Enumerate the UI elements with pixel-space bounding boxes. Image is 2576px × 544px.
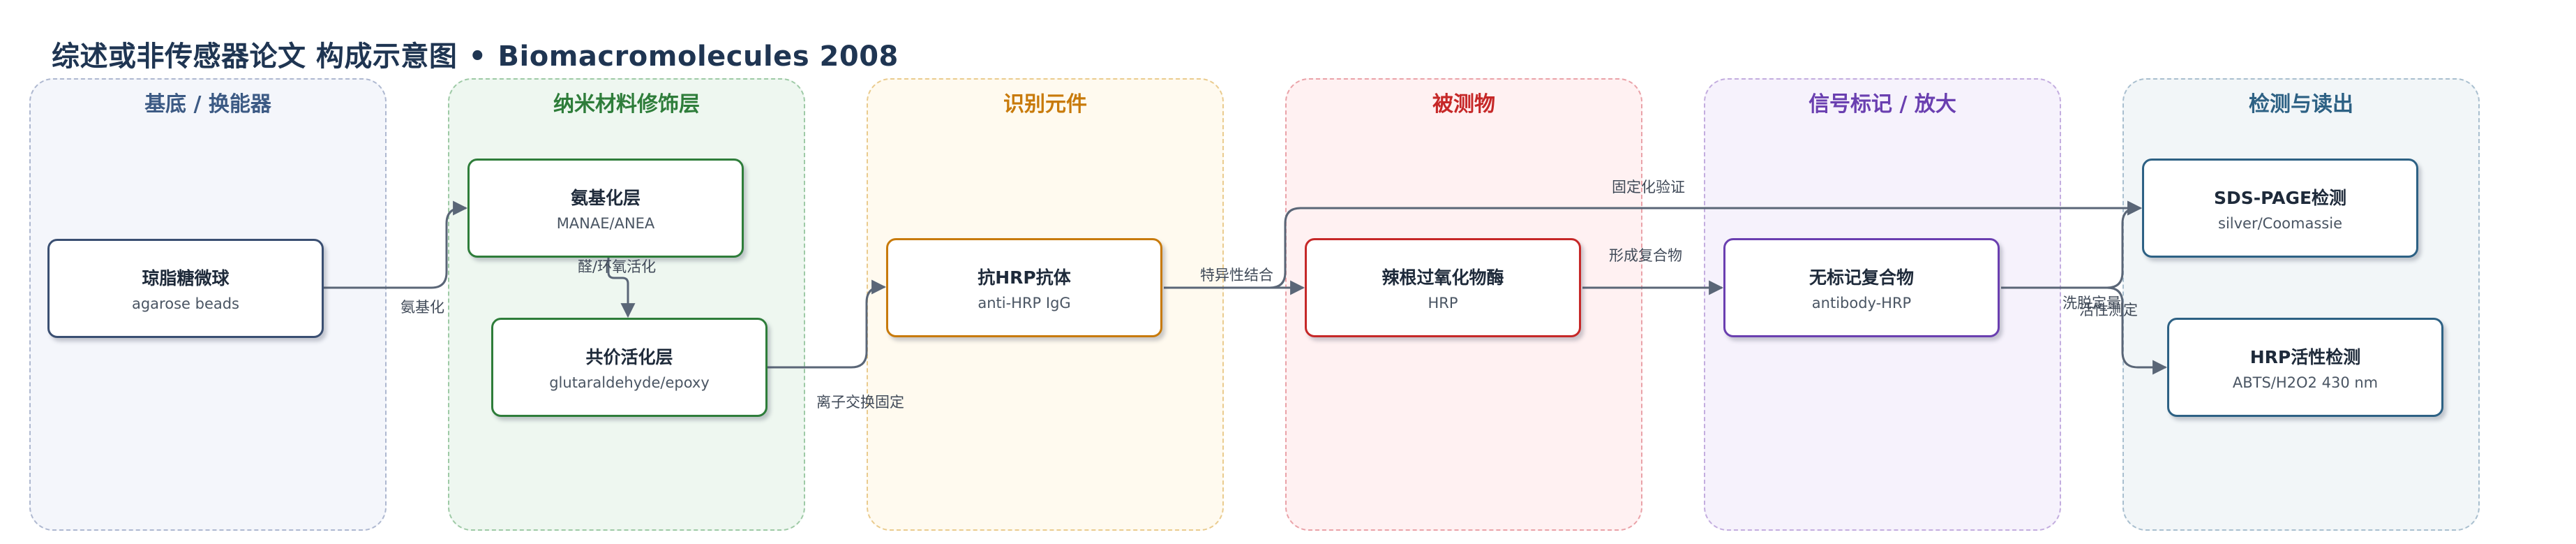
node-subtitle: MANAE/ANEA — [556, 215, 655, 232]
node-title: 氨基化层 — [570, 188, 641, 208]
node-hrp: 辣根过氧化物酶 HRP — [1305, 238, 1581, 337]
node-title: 辣根过氧化物酶 — [1381, 267, 1504, 288]
edge-label-elution: 洗脱定量 — [2062, 295, 2121, 311]
node-title: SDS-PAGE检测 — [2213, 188, 2347, 208]
lane-title-signal: 信号标记 / 放大 — [1809, 92, 1956, 117]
edge-label-immobilization-check: 固定化验证 — [1612, 179, 1685, 196]
lane-title-substrate: 基底 / 换能器 — [144, 92, 271, 117]
node-covalent-layer: 共价活化层 glutaraldehyde/epoxy — [491, 318, 767, 417]
edge-agarose-amine — [322, 200, 468, 289]
node-title: HRP活性检测 — [2249, 347, 2361, 367]
edge-complex-activity — [2001, 286, 2168, 375]
page-title: 综述或非传感器论文 构成示意图 • Biomacromolecules 2008 — [52, 34, 899, 74]
title-separator: • — [468, 41, 487, 73]
lane-title-nanomaterial: 纳米材料修饰层 — [553, 92, 700, 117]
edge-covalent-antibody — [766, 279, 887, 369]
node-subtitle: glutaraldehyde/epoxy — [549, 374, 710, 391]
node-title: 琼脂糖微球 — [142, 268, 230, 288]
edge-label-ion-exchange: 离子交换固定 — [816, 394, 904, 411]
node-subtitle: antibody-HRP — [1811, 295, 1912, 311]
title-main: 综述或非传感器论文 构成示意图 — [52, 41, 458, 73]
node-anti-hrp-antibody: 抗HRP抗体 anti-HRP IgG — [886, 238, 1162, 337]
node-subtitle: ABTS/H2O2 430 nm — [2232, 374, 2379, 391]
node-agarose-beads: 琼脂糖微球 agarose beads — [47, 239, 324, 338]
edge-amine-covalent — [607, 258, 636, 318]
edge-antibody-sdspage — [1164, 200, 2143, 289]
node-subtitle: anti-HRP IgG — [978, 295, 1071, 311]
edge-label-specific-binding: 特异性结合 — [1200, 267, 1273, 284]
node-hrp-activity: HRP活性检测 ABTS/H2O2 430 nm — [2167, 318, 2443, 417]
lane-title-readout: 检测与读出 — [2249, 92, 2353, 117]
node-sds-page: SDS-PAGE检测 silver/Coomassie — [2142, 159, 2418, 258]
lane-readout — [2122, 78, 2480, 531]
node-label-free-complex: 无标记复合物 antibody-HRP — [1723, 238, 2000, 337]
edge-label-amination: 氨基化 — [400, 299, 444, 316]
node-subtitle: agarose beads — [131, 295, 239, 312]
node-subtitle: HRP — [1428, 295, 1458, 311]
node-subtitle: silver/Coomassie — [2218, 215, 2342, 232]
edge-label-activity-assay: 活性测定 — [2079, 302, 2138, 318]
edge-label-activation: 醛/环氧活化 — [578, 258, 657, 275]
lane-title-analyte: 被测物 — [1432, 92, 1495, 117]
edge-complex-sdspage — [2001, 200, 2143, 289]
lane-title-recognition: 识别元件 — [1003, 92, 1087, 117]
edge-label-complex-formation: 形成复合物 — [1609, 247, 1682, 264]
title-journal: Biomacromolecules 2008 — [497, 41, 899, 73]
node-title: 抗HRP抗体 — [978, 267, 1071, 288]
node-amine-layer: 氨基化层 MANAE/ANEA — [467, 159, 744, 258]
node-title: 无标记复合物 — [1809, 267, 1914, 288]
node-title: 共价活化层 — [585, 347, 673, 367]
